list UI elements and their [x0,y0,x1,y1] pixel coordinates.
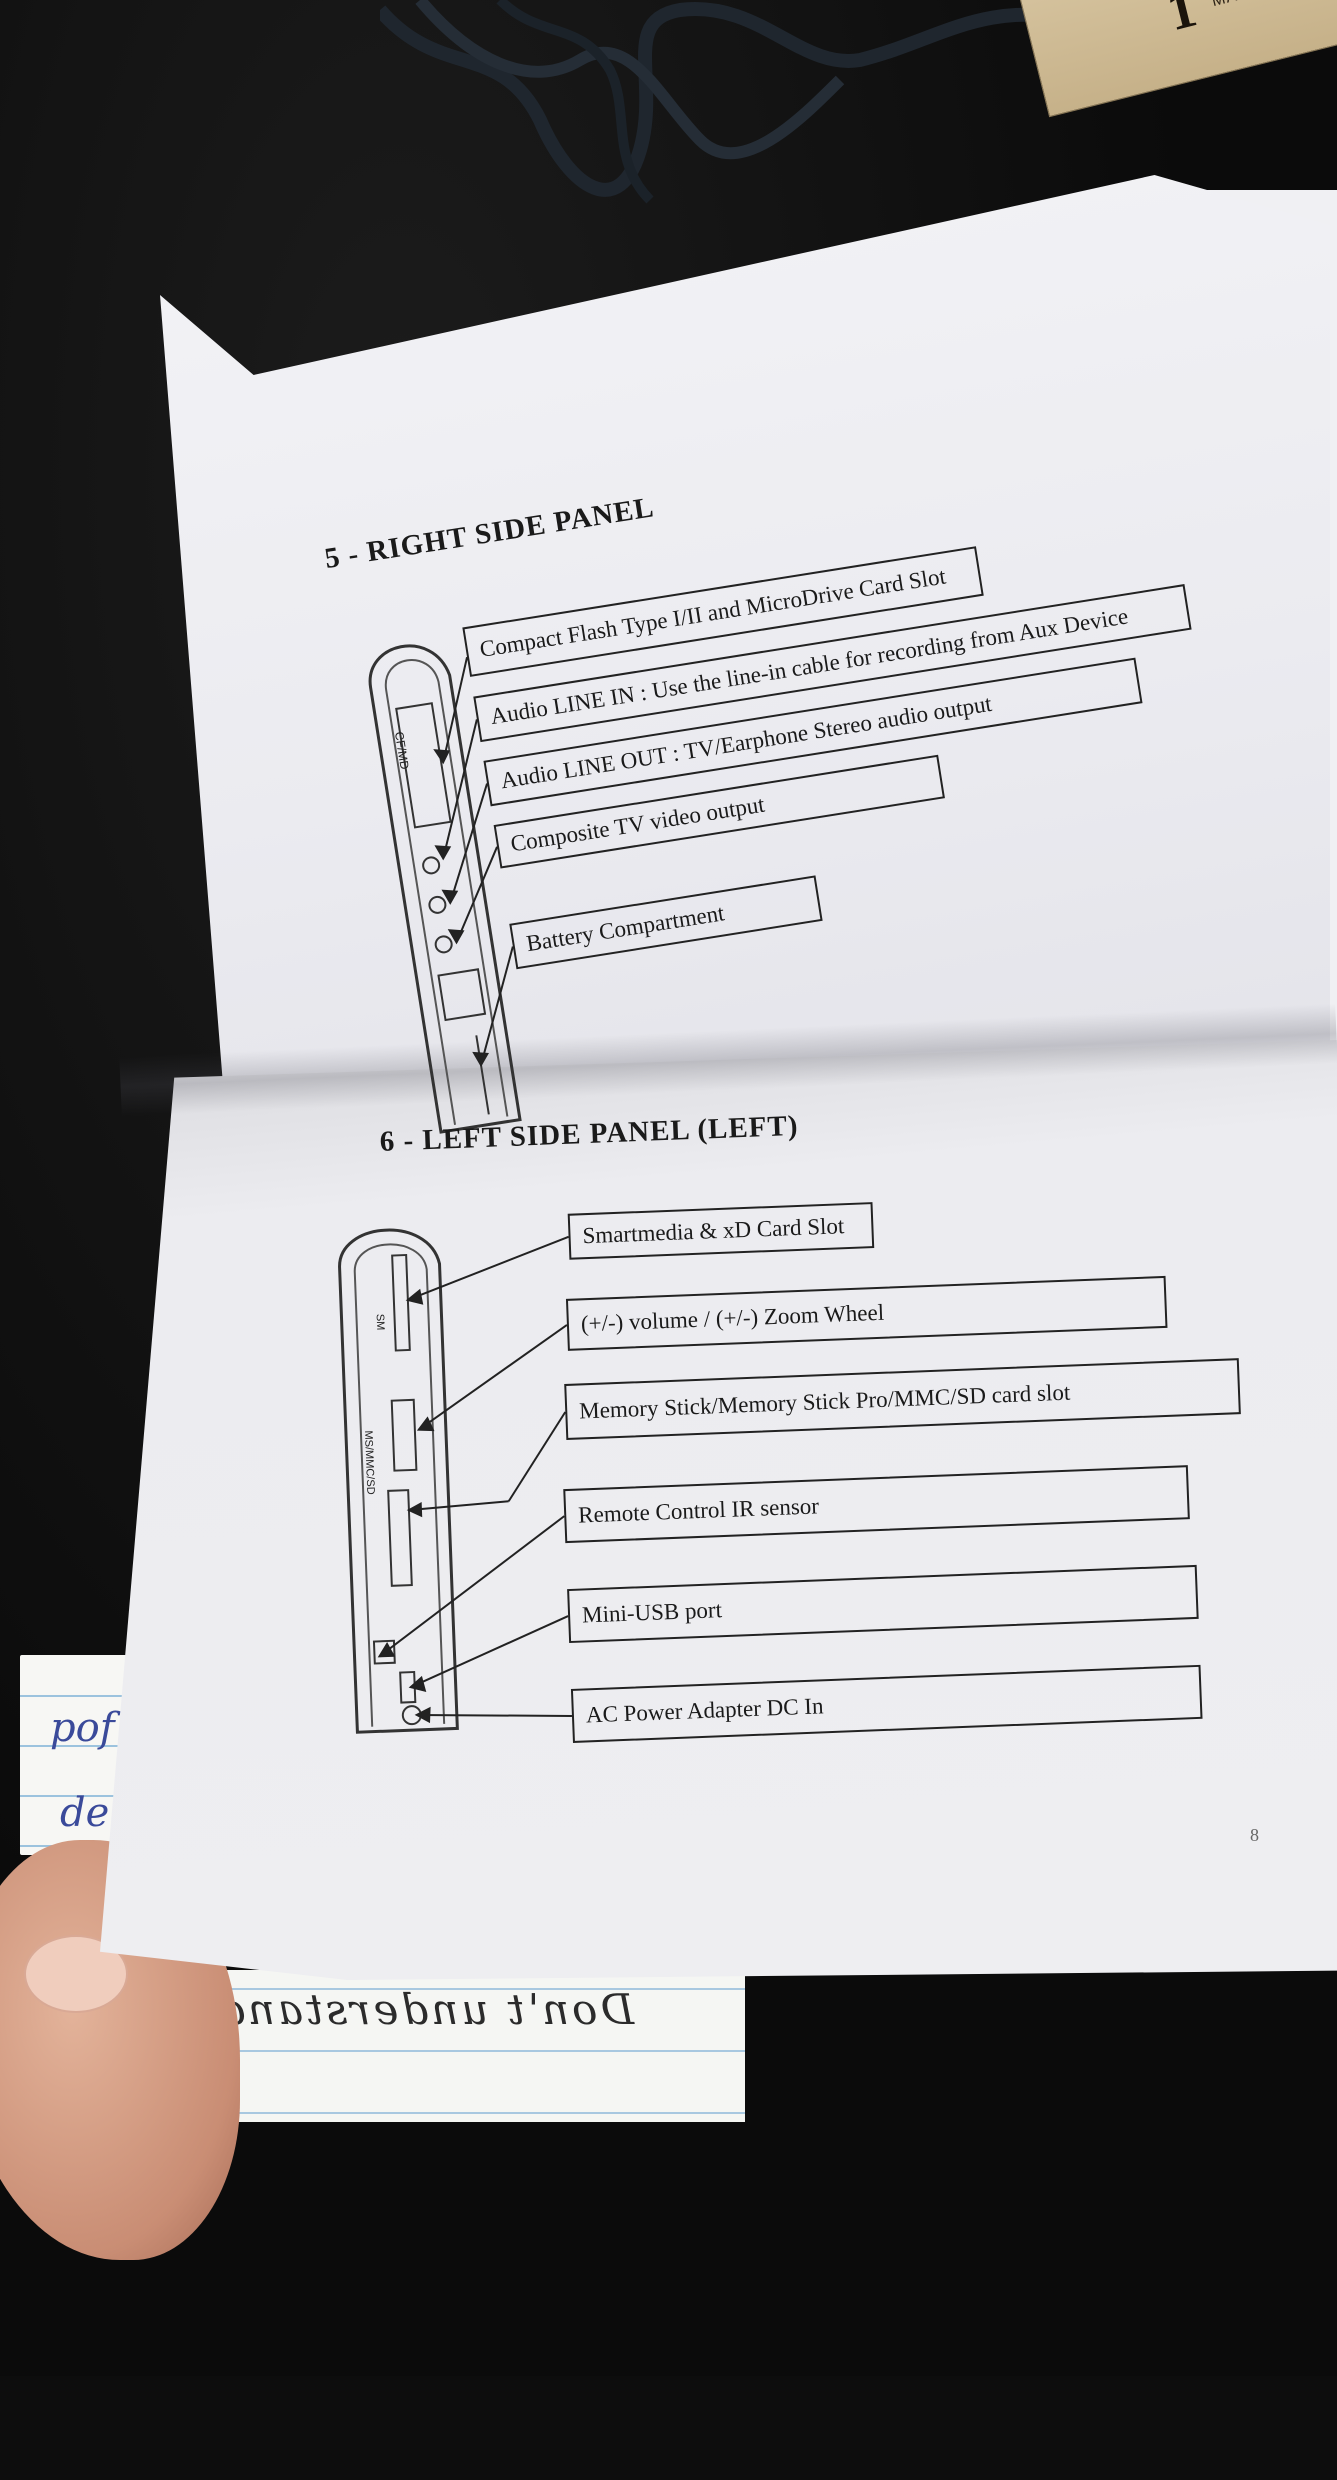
cable-coil [380,0,1080,204]
ruler-inch-number: 1 [1161,0,1203,43]
note-word-2: de [60,1790,110,1836]
note-text-mirrored: Don't understand [215,1985,635,2034]
manual-page-bottom-half [100,1040,1337,1980]
note-word-1: pof [50,1705,115,1751]
page-number: 8 [1250,1825,1259,1845]
ruler-brand-text: MADE IN USA [1210,0,1326,11]
